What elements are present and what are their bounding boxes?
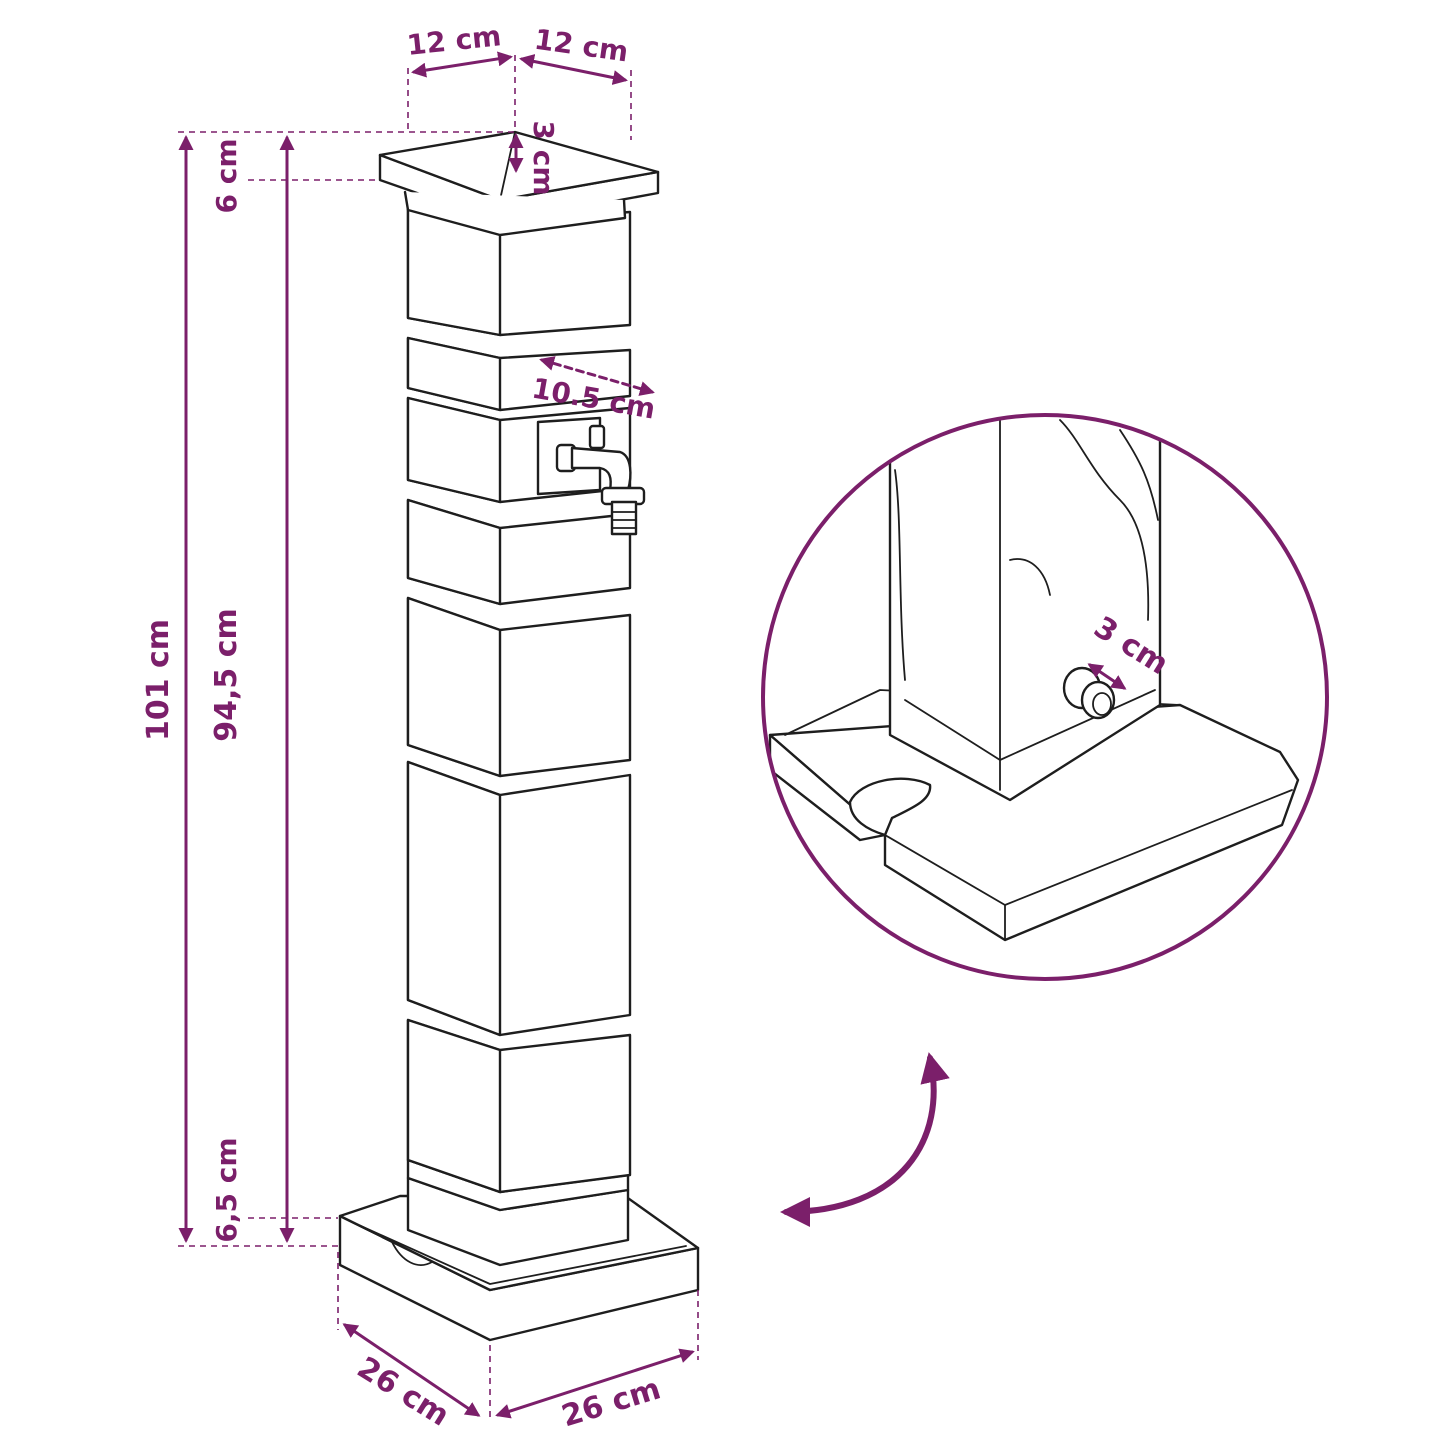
base-width-arrow (495, 1348, 695, 1419)
water-column-drawing (338, 130, 700, 1342)
base-detail-view: 3 cm (761, 413, 1329, 981)
outlet-diameter-arrow (1087, 663, 1127, 690)
top-width-right-arrow (519, 54, 628, 85)
tap-offset-arrow (539, 356, 655, 396)
cap-peak-height-label: 3 cm (527, 120, 560, 195)
total-height-label: 101 cm (141, 619, 176, 741)
base-depth-arrow (342, 1323, 481, 1417)
cap-height-label: 6 cm (210, 138, 243, 213)
detail-circle-border (761, 413, 1329, 981)
column-height-label: 94,5 cm (209, 608, 244, 742)
tap-faucet (536, 416, 646, 536)
top-width-right-label: 12 cm (532, 23, 630, 69)
base-height-label: 6,5 cm (210, 1137, 243, 1242)
top-width-left-label: 12 cm (405, 19, 502, 62)
rotation-arrow (780, 1052, 950, 1227)
top-width-left-arrow (411, 51, 513, 78)
column-segments (406, 194, 632, 1267)
base-width-label: 26 cm (558, 1371, 665, 1434)
